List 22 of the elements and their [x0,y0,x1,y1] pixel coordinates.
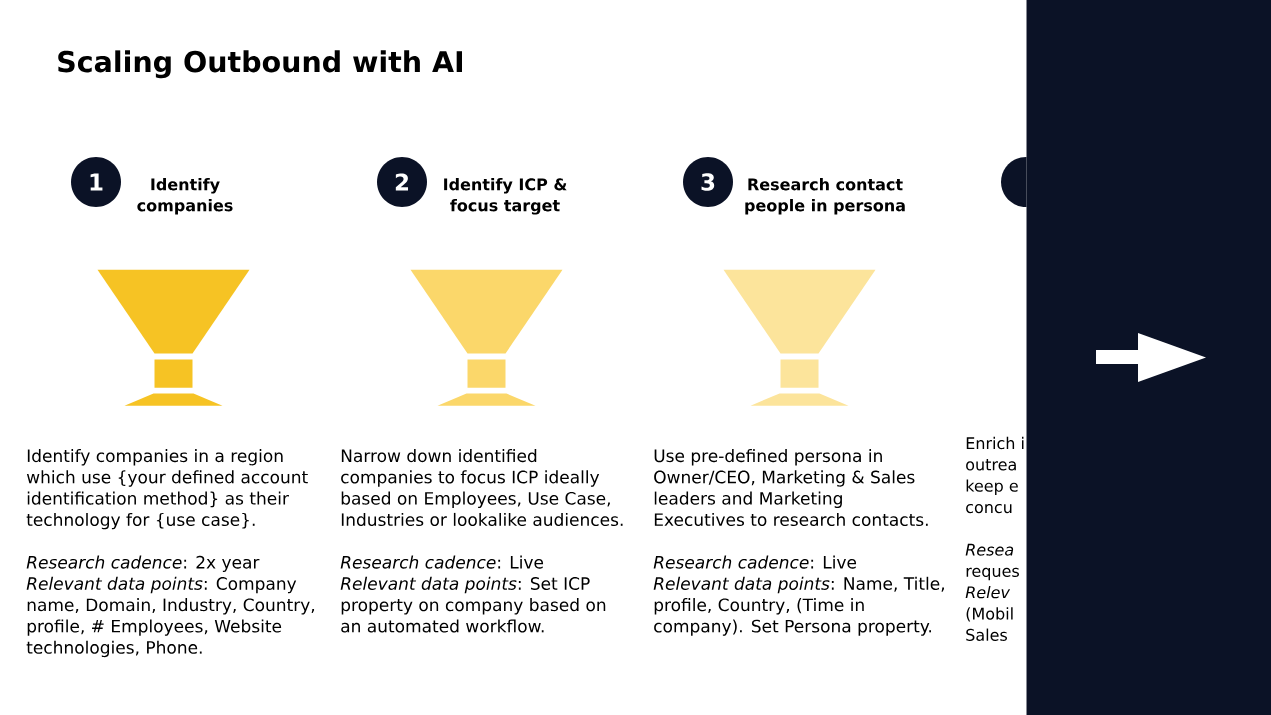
step-description: Identify companies in a region which use {your defined account identification method} as their technology for {use case}. [26,449,308,530]
cropped-text: Relev [965,585,1011,599]
step-description: Narrow down identified companies to focus ICP ideally based on Employees, Use Case, Industries or lookalike audiences. [341,449,623,527]
data-points-note: Relevant data points: Name, Title, profile, Country, (Time in company). Set Persona property. [653,576,944,636]
title: Scaling Outbound with AI [58,50,463,79]
data-points-note: Relevant data points: Set ICP property on company based on an automated workflow. [340,576,606,633]
cadence-note: Research cadence: 2x year [26,555,260,572]
step-heading: Research contact people in persona [745,178,905,215]
cropped-text: outrea [966,459,1016,471]
step-description: Use pre-defined persona in Owner/CEO, Marketing & Sales leaders and Marketing Executives to research contacts. [654,449,928,527]
cropped-text: reques [966,567,1019,581]
cropped-text: Resea [965,543,1014,556]
cadence-note: Research cadence: Live [340,555,544,569]
cropped-text: keep e [966,479,1018,495]
cropped-text: concu [966,503,1012,514]
step-heading: Identify companies [137,178,233,215]
cropped-text: (Mobil [966,607,1013,622]
cropped-text: Sales [966,628,1008,641]
data-points-note: Relevant data points: Company name, Domain, Industry, Country, profile, # Employees, Website technologies, Phone. [26,576,315,658]
cropped-text: Enrich i [966,436,1024,450]
step-heading: Identify ICP & focus target [444,178,567,215]
cadence-note: Research cadence: Live [653,555,857,569]
